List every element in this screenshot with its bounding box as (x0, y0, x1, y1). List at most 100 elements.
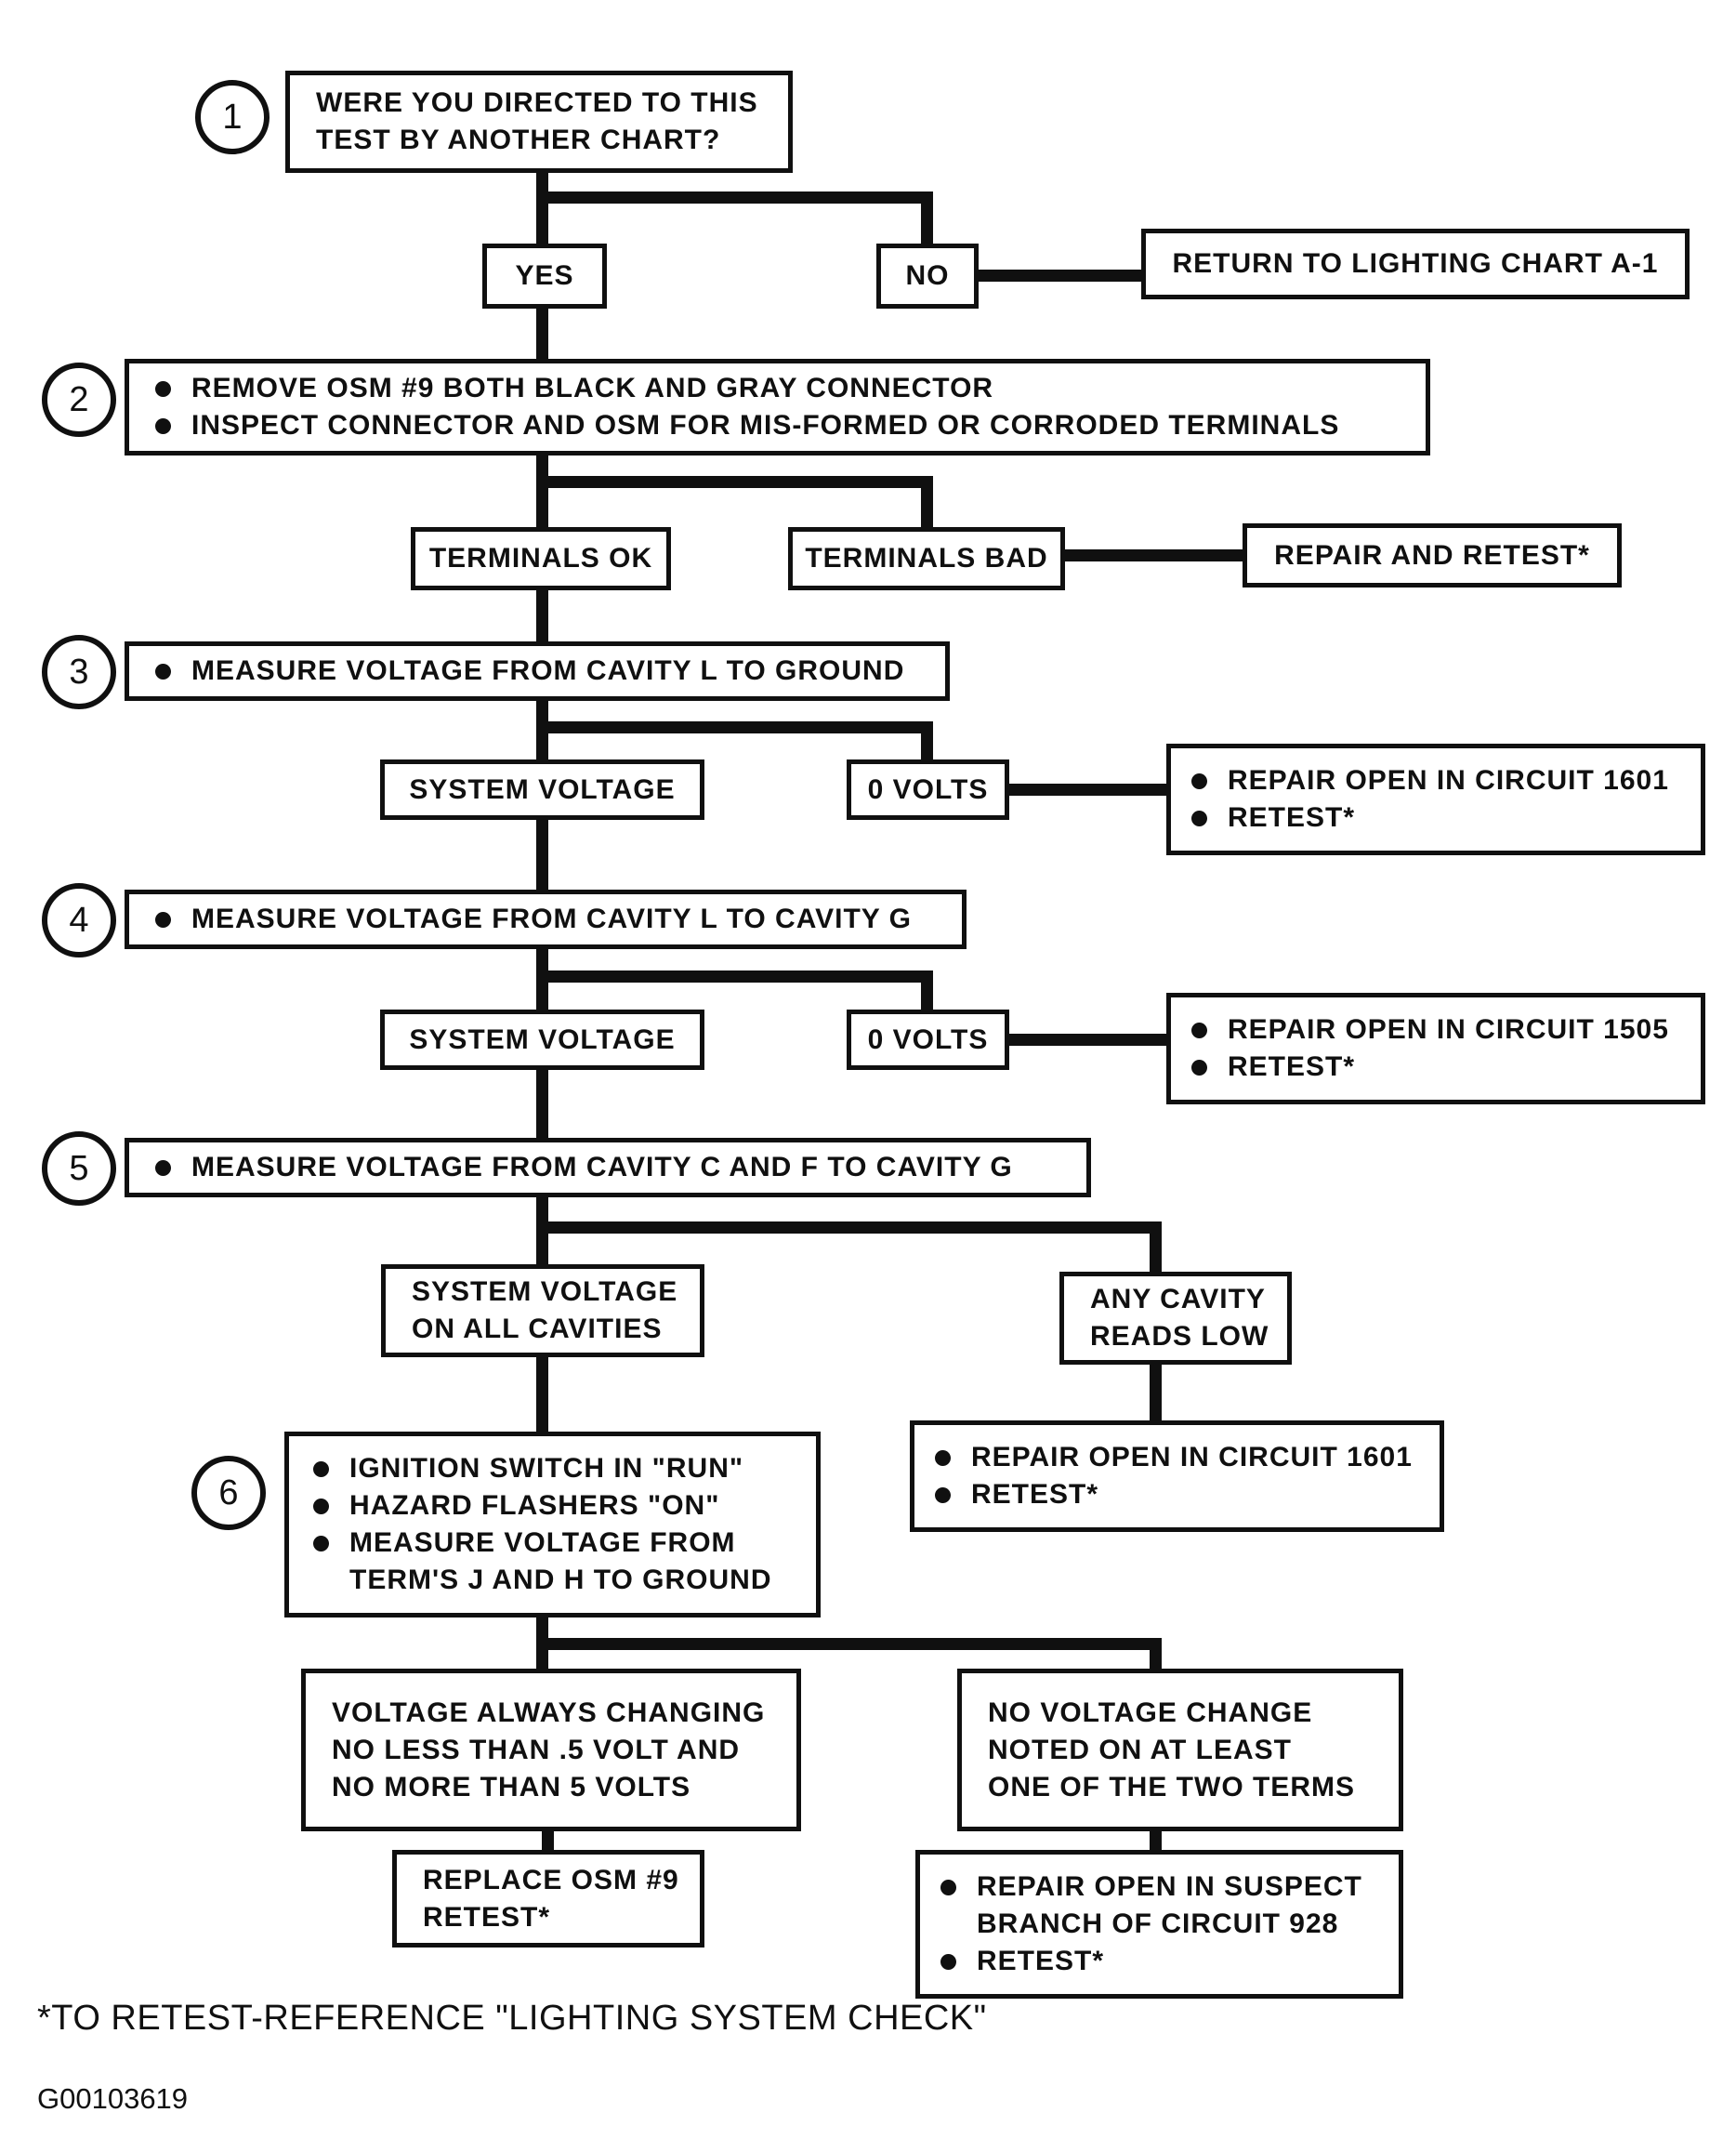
instruction-text: MEASURE VOLTAGE FROM CAVITY C AND F TO C… (191, 1152, 1013, 1182)
instruction-text: REMOVE OSM #9 BOTH BLACK AND GRAY CONNEC… (191, 373, 994, 403)
bullet-icon (940, 1880, 956, 1895)
connector-line (536, 309, 548, 359)
instruction-text: MEASURE VOLTAGE FROM CAVITY L TO CAVITY … (191, 904, 912, 934)
bullet-icon (1191, 1060, 1207, 1076)
instruction-text: MEASURE VOLTAGE FROM (349, 1527, 736, 1558)
return-to-chart-box: RETURN TO LIGHTING CHART A-1 (1141, 229, 1690, 299)
action-text: RETEST* (1228, 1051, 1356, 1082)
instruction-continuation: TERM'S J AND H TO GROUND (349, 1565, 772, 1595)
connector-line (1009, 784, 1166, 796)
yes-label: YES (515, 260, 574, 291)
action-row: REPAIR OPEN IN CIRCUIT 1601 (1191, 762, 1701, 799)
terminals-bad-label: TERMINALS BAD (805, 543, 1048, 574)
step-3-badge: 3 (42, 635, 116, 709)
result-line: READS LOW (1090, 1321, 1269, 1352)
yes-box: YES (482, 244, 607, 309)
connector-line (921, 970, 933, 1010)
action-row: RETEST* (1191, 799, 1701, 837)
connector-line (536, 1638, 1162, 1650)
connector-line (536, 1070, 548, 1138)
step-6-badge: 6 (191, 1456, 266, 1530)
action-row: RETEST* (935, 1476, 1440, 1513)
result-line: NO MORE THAN 5 VOLTS (332, 1771, 691, 1802)
instruction-row: INSPECT CONNECTOR AND OSM FOR MIS-FORMED… (155, 407, 1416, 444)
instruction-row: HAZARD FLASHERS "ON" (313, 1487, 816, 1525)
connector-line (536, 456, 548, 527)
repair-circuit-928-box: REPAIR OPEN IN SUSPECT BRANCH OF CIRCUIT… (915, 1850, 1403, 1999)
result-line: SYSTEM VOLTAGE (412, 1276, 678, 1307)
bullet-icon (940, 1954, 956, 1970)
zero-volts-label: 0 VOLTS (867, 1023, 989, 1055)
bullet-icon (155, 381, 171, 397)
step-2-instruction-box: REMOVE OSM #9 BOTH BLACK AND GRAY CONNEC… (125, 359, 1430, 456)
step-4-number: 4 (69, 900, 89, 940)
result-line: NOTED ON AT LEAST (988, 1734, 1292, 1765)
no-box: NO (876, 244, 979, 309)
step-6-instruction-box: IGNITION SWITCH IN "RUN" HAZARD FLASHERS… (284, 1432, 821, 1617)
connector-line (921, 476, 933, 527)
connector-line (536, 173, 548, 244)
step-1-badge: 1 (195, 80, 270, 154)
instruction-row: MEASURE VOLTAGE FROM (313, 1525, 816, 1562)
instruction-row: MEASURE VOLTAGE FROM CAVITY L TO GROUND (155, 653, 936, 690)
bullet-icon (155, 1160, 171, 1176)
connector-line (979, 270, 1141, 282)
connector-line (536, 1357, 548, 1432)
connector-line (1150, 1221, 1162, 1272)
step-2-badge: 2 (42, 363, 116, 437)
action-row: REPAIR OPEN IN CIRCUIT 1601 (935, 1439, 1440, 1476)
action-continuation: BRANCH OF CIRCUIT 928 (977, 1908, 1339, 1939)
bullet-icon (155, 664, 171, 680)
zero-volts-box-2: 0 VOLTS (847, 1010, 1009, 1070)
zero-volts-label: 0 VOLTS (867, 773, 989, 805)
bullet-icon (935, 1450, 951, 1466)
connector-line (542, 1831, 554, 1850)
step-1-number: 1 (222, 97, 243, 137)
repair-circuit-1601-box-2: REPAIR OPEN IN CIRCUIT 1601 RETEST* (910, 1420, 1444, 1532)
repair-circuit-1505-box: REPAIR OPEN IN CIRCUIT 1505 RETEST* (1166, 993, 1705, 1104)
connector-line (921, 721, 933, 759)
connector-line (921, 191, 933, 244)
voltage-changing-box: VOLTAGE ALWAYS CHANGING NO LESS THAN .5 … (301, 1669, 801, 1831)
action-row: REPAIR OPEN IN SUSPECT (940, 1868, 1399, 1906)
action-text: RETEST* (1228, 802, 1356, 833)
instruction-row: REMOVE OSM #9 BOTH BLACK AND GRAY CONNEC… (155, 370, 1416, 407)
step-4-instruction-box: MEASURE VOLTAGE FROM CAVITY L TO CAVITY … (125, 890, 967, 949)
bullet-icon (1191, 811, 1207, 826)
bullet-icon (1191, 773, 1207, 789)
instruction-text: MEASURE VOLTAGE FROM CAVITY L TO GROUND (191, 655, 905, 686)
step-3-instruction-box: MEASURE VOLTAGE FROM CAVITY L TO GROUND (125, 641, 950, 701)
result-line: ON ALL CAVITIES (412, 1314, 663, 1344)
step-1-question-box: WERE YOU DIRECTED TO THIS TEST BY ANOTHE… (285, 71, 793, 173)
connector-line (1150, 1638, 1162, 1669)
result-line: ANY CAVITY (1090, 1284, 1266, 1314)
instruction-text: IGNITION SWITCH IN "RUN" (349, 1453, 744, 1484)
any-cavity-reads-low-box: ANY CAVITY READS LOW (1059, 1272, 1292, 1365)
step-2-number: 2 (69, 379, 89, 419)
instruction-text: INSPECT CONNECTOR AND OSM FOR MIS-FORMED… (191, 410, 1340, 441)
terminals-ok-box: TERMINALS OK (411, 527, 671, 590)
result-line: VOLTAGE ALWAYS CHANGING (332, 1697, 766, 1728)
repair-circuit-1601-box: REPAIR OPEN IN CIRCUIT 1601 RETEST* (1166, 744, 1705, 855)
bullet-icon (313, 1499, 329, 1514)
system-voltage-label: SYSTEM VOLTAGE (409, 773, 676, 805)
no-label: NO (905, 260, 950, 291)
step-5-badge: 5 (42, 1131, 116, 1206)
replace-osm-box: REPLACE OSM #9 RETEST* (392, 1850, 704, 1948)
connector-line (1150, 1831, 1162, 1850)
result-line: NO LESS THAN .5 VOLT AND (332, 1734, 741, 1765)
bullet-icon (313, 1536, 329, 1551)
action-text: REPAIR OPEN IN CIRCUIT 1505 (1228, 1014, 1669, 1045)
connector-line (536, 721, 933, 733)
step-5-number: 5 (69, 1148, 89, 1188)
system-voltage-box-1: SYSTEM VOLTAGE (380, 759, 704, 820)
action-row: REPAIR OPEN IN CIRCUIT 1505 (1191, 1011, 1701, 1049)
result-line: NO VOLTAGE CHANGE (988, 1697, 1313, 1728)
bullet-icon (313, 1461, 329, 1477)
question-line: WERE YOU DIRECTED TO THIS (316, 87, 758, 118)
connector-line (536, 970, 933, 983)
action-text: REPAIR OPEN IN SUSPECT (977, 1871, 1362, 1902)
terminals-bad-box: TERMINALS BAD (788, 527, 1065, 590)
step-5-instruction-box: MEASURE VOLTAGE FROM CAVITY C AND F TO C… (125, 1138, 1091, 1197)
